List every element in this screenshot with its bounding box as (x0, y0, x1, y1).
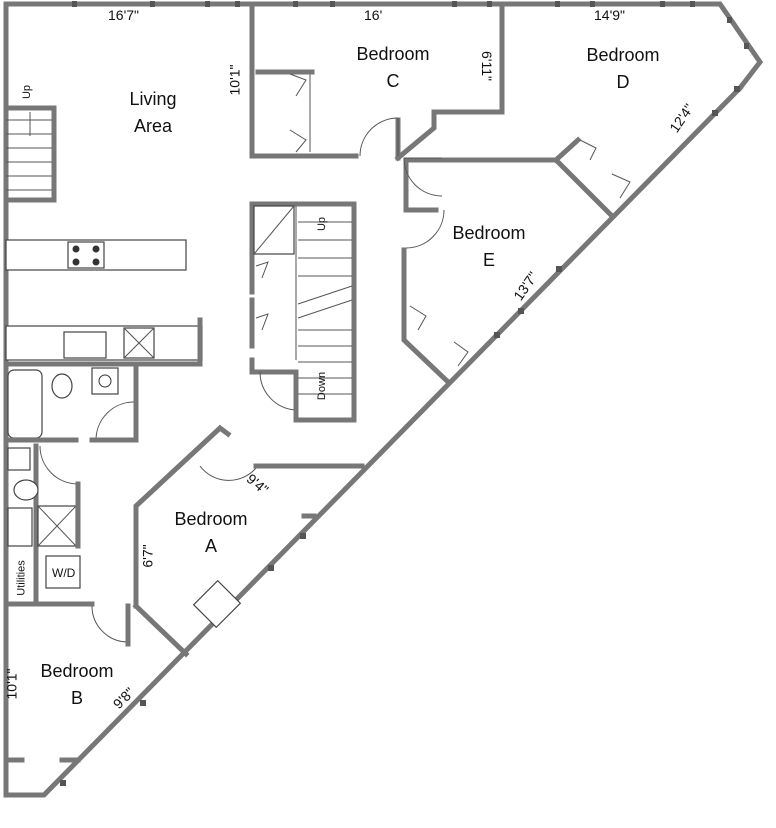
washer-dryer-label: W/D (52, 566, 76, 580)
dimension-bedroom-c-right: 6'11" (478, 51, 495, 81)
room-name-line: Living (129, 89, 177, 109)
center-stair (249, 201, 357, 423)
bedroom-b-walls (3, 603, 131, 763)
room-name-line: E (482, 250, 495, 270)
bedroom-e-walls (401, 136, 631, 384)
left-stair (3, 105, 57, 203)
room-name-line: A (204, 536, 217, 556)
dimension-top-mid: 16' (364, 7, 383, 23)
bath-1 (3, 361, 139, 443)
room-name-line: Area (133, 116, 173, 136)
room-label-living-area: Living Area (110, 86, 196, 140)
dimension-bedroom-a-left: 6'7" (139, 544, 156, 568)
room-label-bedroom-d: Bedroom D (576, 42, 670, 96)
bath-2 (3, 443, 95, 607)
room-label-bedroom-e: Bedroom E (442, 220, 536, 274)
bedroom-c-walls (249, 1, 505, 162)
dimension-bedroom-c-left: 10'1" (226, 64, 243, 96)
utilities-label: Utilities (15, 560, 28, 596)
room-label-bedroom-c: Bedroom C (346, 41, 440, 95)
room-name-line: Bedroom (356, 44, 430, 64)
dimension-top-left: 16'7" (108, 7, 140, 23)
room-name-line: D (616, 72, 630, 92)
stair-label-center-up: Up (316, 216, 329, 232)
kitchen-counter (5, 239, 203, 367)
room-name-line: C (386, 71, 400, 91)
room-name-line: Bedroom (586, 45, 660, 65)
room-name-line: Bedroom (40, 661, 114, 681)
top-windows (72, 1, 749, 49)
stair-label-left-up: Up (21, 84, 34, 100)
bedroom-a-walls (132, 424, 365, 658)
room-name-line: B (70, 688, 83, 708)
room-name-line: Bedroom (452, 223, 526, 243)
room-label-bedroom-b: Bedroom B (30, 658, 124, 712)
dimension-top-right: 14'9" (594, 7, 626, 23)
room-label-bedroom-a: Bedroom A (164, 506, 258, 560)
room-name-line: Bedroom (174, 509, 248, 529)
diagonal-windows (60, 86, 740, 786)
dimension-bedroom-b-left: 10'1" (3, 668, 20, 700)
stair-label-center-down: Down (316, 371, 329, 401)
exterior-walls (3, 1, 764, 798)
